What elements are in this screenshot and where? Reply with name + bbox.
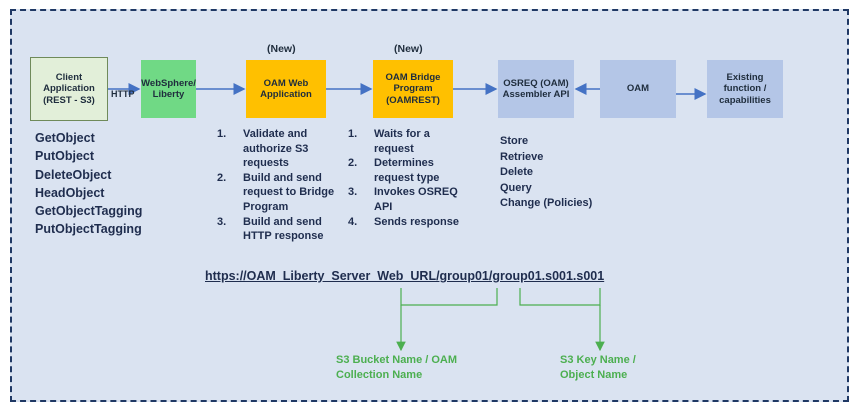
key-name-label: S3 Key Name / Object Name [560, 353, 636, 383]
oam-web-application-label: OAM Web Application [260, 77, 312, 100]
web-application-steps: 1. Validate and authorize S3 requests 2. B… [217, 127, 342, 244]
step-number: 2. [217, 171, 227, 184]
step-number: 3. [348, 186, 358, 199]
step-text: Build and send HTTP response [243, 215, 324, 243]
existing-capabilities-label: Existing function / capabilities [719, 71, 771, 106]
new-tag-bridge: (New) [394, 43, 423, 55]
step-text: Validate and authorize S3 requests [243, 128, 309, 170]
step-text: Determines request type [374, 157, 440, 184]
step-text: Build and send request to Bridge Program [243, 171, 335, 213]
oam-label: OAM [626, 83, 650, 95]
osreq-function-item: Change (Policies) [500, 197, 593, 210]
bridge-step: 2. Determines request type [348, 156, 463, 185]
step-text: Invokes OSREQ API [374, 186, 458, 213]
liberty-server-url: https://OAM_Liberty_Server_Web_URL/group… [205, 269, 605, 283]
step-number: 2. [348, 157, 358, 170]
operation-item: PutObject [35, 149, 95, 164]
bridge-step: 4. Sends response [348, 215, 463, 230]
existing-capabilities-box: Existing function / capabilities [707, 60, 783, 118]
osreq-function-item: Query [500, 181, 532, 194]
osreq-function-item: Store [500, 135, 529, 147]
bracket-bucket [400, 288, 498, 306]
osreq-functions-list: Store Retrieve Delete Query Change (Poli… [500, 134, 592, 212]
web-step: 3. Build and send HTTP response [217, 215, 342, 244]
key-name-line2: Object Name [560, 369, 628, 381]
bridge-program-steps: 1. Waits for a request 2. Determines reque… [348, 127, 463, 229]
oam-bridge-program-box: OAM Bridge Program (OAMREST) [373, 60, 453, 118]
oam-bridge-program-label: OAM Bridge Program (OAMREST) [385, 71, 441, 106]
osreq-function-item: Delete [500, 166, 534, 179]
step-text: Waits for a request [374, 128, 430, 155]
operation-item: PutObjectTagging [35, 222, 142, 237]
osreq-assembler-api-box: OSREQ (OAM) Assembler API [498, 60, 574, 118]
bridge-step: 3. Invokes OSREQ API [348, 185, 463, 214]
operation-item: HeadObject [35, 185, 105, 200]
operation-item: GetObject [35, 131, 95, 145]
websphere-liberty-box: WebSphere/ Liberty [141, 60, 196, 118]
s3-operations-list: GetObject PutObject DeleteObject HeadObj… [35, 129, 142, 239]
step-text: Sends response [374, 215, 459, 228]
bucket-name-label: S3 Bucket Name / OAM Collection Name [336, 353, 457, 383]
bracket-key [519, 288, 601, 306]
osreq-function-item: Retrieve [500, 150, 544, 163]
websphere-liberty-label: WebSphere/ Liberty [141, 77, 196, 100]
step-number: 1. [217, 128, 227, 140]
new-tag-web: (New) [267, 43, 296, 55]
oam-web-application-box: OAM Web Application [246, 60, 326, 118]
web-step: 2. Build and send request to Bridge Progr… [217, 171, 342, 215]
key-name-line1: S3 Key Name / [560, 354, 636, 366]
bucket-name-line2: Collection Name [336, 369, 423, 381]
operation-item: GetObjectTagging [35, 204, 143, 219]
http-label: HTTP [111, 89, 135, 99]
bucket-name-line1: S3 Bucket Name / OAM [336, 354, 458, 366]
oam-box: OAM [600, 60, 676, 118]
operation-item: DeleteObject [35, 167, 112, 182]
step-number: 4. [348, 215, 358, 228]
bridge-step: 1. Waits for a request [348, 127, 463, 156]
step-number: 1. [348, 128, 358, 140]
web-step: 1. Validate and authorize S3 requests [217, 127, 342, 171]
osreq-assembler-api-label: OSREQ (OAM) Assembler API [502, 77, 570, 100]
step-number: 3. [217, 215, 227, 228]
client-application-box: Client Application (REST - S3) [30, 57, 108, 121]
client-application-label: Client Application (REST - S3) [43, 71, 95, 106]
